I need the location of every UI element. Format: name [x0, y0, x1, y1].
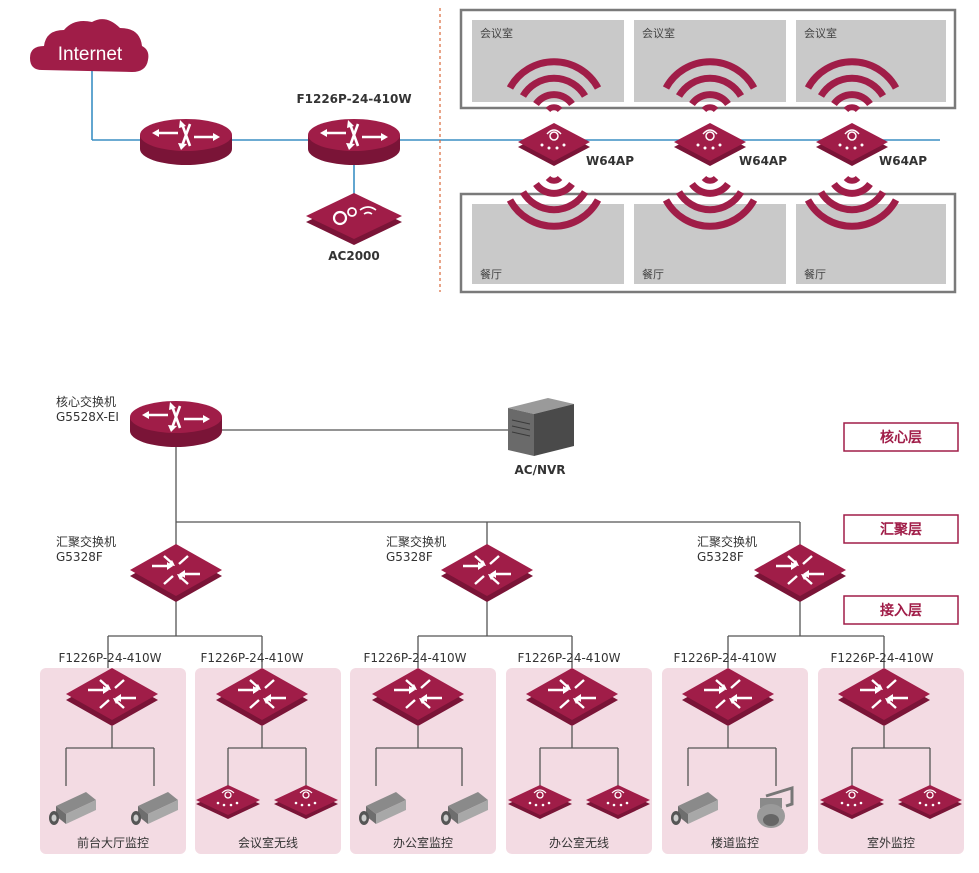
internet-cloud: Internet — [30, 19, 149, 72]
controller-icon — [306, 193, 402, 245]
access-point-icon — [517, 122, 591, 167]
access-2-label: F1226P-24-410W — [200, 651, 303, 665]
layer-aggregation-box — [843, 514, 959, 544]
aggregation-switch-icon — [752, 542, 848, 604]
ap-3-label: W64AP — [879, 154, 927, 168]
dome-camera-icon — [757, 785, 794, 828]
agg-1-label: 汇聚交换机 — [56, 534, 116, 549]
agg-3-model: G5328F — [697, 550, 744, 564]
aggregation-switch-icon — [128, 542, 224, 604]
meeting-room-3-label: 会议室 — [804, 26, 837, 40]
meeting-room-2-label: 会议室 — [642, 26, 675, 40]
layer-aggregation-label: 汇聚层 — [880, 522, 922, 538]
edge-switch-label: F1226P-24-410W — [296, 92, 411, 106]
zone-4-label: 办公室无线 — [549, 835, 609, 850]
ap-1-label: W64AP — [586, 154, 634, 168]
zone-5-label: 楼道监控 — [711, 835, 759, 850]
layer-access-label: 接入层 — [880, 602, 922, 619]
controller-label: AC2000 — [328, 249, 380, 263]
agg-2-model: G5328F — [386, 550, 433, 564]
access-5-label: F1226P-24-410W — [673, 651, 776, 665]
dining-room-2-label: 餐厅 — [642, 267, 664, 281]
server-icon — [508, 398, 574, 456]
access-point-icon — [815, 122, 889, 167]
meeting-room-1-label: 会议室 — [480, 26, 513, 40]
core-switch-label: 核心交换机 — [56, 394, 116, 409]
layer-core-box — [843, 422, 959, 452]
access-zones — [40, 668, 964, 854]
access-1-label: F1226P-24-410W — [58, 651, 161, 665]
server-label: AC/NVR — [514, 463, 565, 477]
core-switch-icon — [128, 399, 224, 449]
aggregation-switch-icon — [439, 542, 535, 604]
access-4-label: F1226P-24-410W — [517, 651, 620, 665]
gateway-router-icon — [138, 117, 234, 167]
dining-room-3-label: 餐厅 — [804, 267, 826, 281]
zone-6-label: 室外监控 — [867, 835, 915, 850]
agg-1-model: G5328F — [56, 550, 103, 564]
access-point-icon — [673, 122, 747, 167]
agg-2-label: 汇聚交换机 — [386, 534, 446, 549]
layer-access-box — [843, 595, 959, 625]
ap-2-label: W64AP — [739, 154, 787, 168]
zone-2-label: 会议室无线 — [238, 835, 298, 850]
access-3-label: F1226P-24-410W — [363, 651, 466, 665]
layer-core-label: 核心层 — [880, 429, 922, 446]
dining-room-1-label: 餐厅 — [480, 267, 502, 281]
edge-switch-icon — [306, 117, 402, 167]
core-switch-model: G5528X-EI — [56, 410, 119, 424]
agg-3-label: 汇聚交换机 — [697, 534, 757, 549]
access-6-label: F1226P-24-410W — [830, 651, 933, 665]
internet-label: Internet — [58, 44, 123, 65]
zone-3-label: 办公室监控 — [393, 835, 453, 850]
zone-1-label: 前台大厅监控 — [77, 835, 149, 850]
